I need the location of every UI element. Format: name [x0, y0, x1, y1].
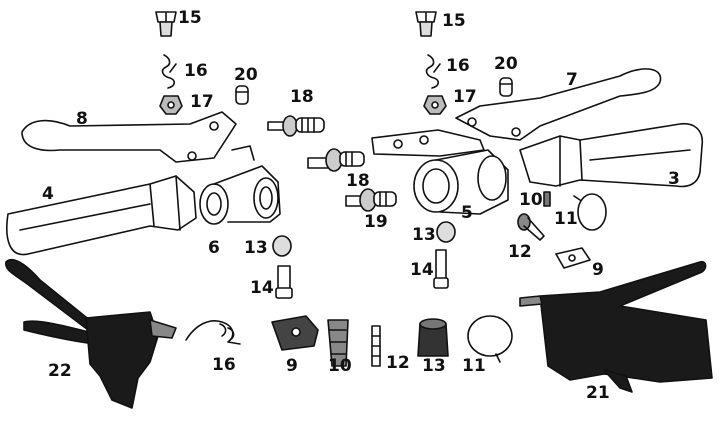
part-8-lever: [21, 111, 237, 163]
label-22: 22: [48, 361, 72, 381]
part-12-screw-bottom: [371, 325, 381, 367]
part-9-block-top: [555, 247, 591, 269]
part-21-lever-assembly: [519, 260, 713, 393]
part-14-bolt-left: [275, 265, 293, 299]
label-20-right: 20: [494, 54, 518, 74]
part-16-spring-bottom: [185, 320, 241, 345]
label-10-top: 10: [519, 190, 543, 210]
label-13-right: 13: [412, 225, 436, 245]
part-17-nut-right: [423, 95, 447, 115]
part-13-cap-bottom: [417, 318, 449, 357]
part-5-housing: [371, 129, 509, 215]
part-14-bolt-right: [433, 249, 449, 289]
label-11-top: 11: [554, 209, 578, 229]
label-12-top: 12: [508, 242, 532, 262]
part-9-block-bottom: [271, 315, 319, 351]
label-20-left: 20: [234, 65, 258, 85]
label-5: 5: [461, 203, 473, 223]
part-15-right: [415, 11, 437, 37]
label-16-right: 16: [446, 56, 470, 76]
part-17-nut-left: [159, 95, 183, 115]
label-18-mid: 18: [346, 171, 370, 191]
part-20-pin-right: [499, 77, 513, 97]
part-18-adjuster-top: [267, 115, 325, 137]
label-6: 6: [208, 238, 220, 258]
label-21: 21: [586, 383, 610, 403]
part-7-lever: [455, 68, 662, 141]
label-16-left: 16: [184, 61, 208, 81]
label-14-left: 14: [250, 278, 274, 298]
part-16-spring-left: [161, 54, 177, 89]
label-3: 3: [668, 169, 680, 189]
label-13-left: 13: [244, 238, 268, 258]
part-15-left: [155, 11, 177, 37]
label-17-left: 17: [190, 92, 214, 112]
part-16-spring-right: [425, 54, 441, 89]
label-17-right: 17: [453, 87, 477, 107]
part-13-cap-right: [436, 221, 456, 243]
label-15-left: 15: [178, 8, 202, 28]
part-20-pin-left: [235, 85, 249, 105]
label-15-right: 15: [442, 11, 466, 31]
part-12-screw-top: [517, 213, 545, 241]
label-16-bottom: 16: [212, 355, 236, 375]
part-19-adjuster: [345, 188, 397, 212]
label-19: 19: [364, 212, 388, 232]
label-8: 8: [76, 109, 88, 129]
label-12-bottom: 12: [386, 353, 410, 373]
part-18-adjuster-mid: [307, 148, 365, 172]
part-4-grip: [6, 175, 197, 256]
label-14-right: 14: [410, 260, 434, 280]
label-11-bottom: 11: [462, 356, 486, 376]
part-3-grip: [519, 122, 704, 188]
label-9-bottom: 9: [286, 356, 298, 376]
label-10-bottom: 10: [328, 356, 352, 376]
part-22-lever-assembly: [5, 258, 177, 409]
label-18-top: 18: [290, 87, 314, 107]
label-4: 4: [42, 184, 54, 204]
part-11-ring-top: [573, 193, 607, 231]
part-10-pin-bottom: [327, 319, 349, 367]
label-9-top: 9: [592, 260, 604, 280]
part-13-cap-left: [272, 235, 292, 257]
label-13-bottom: 13: [422, 356, 446, 376]
part-6-clamp: [199, 145, 281, 225]
part-11-ring-bottom: [467, 315, 513, 363]
label-7: 7: [566, 70, 578, 90]
part-10-pin-small: [543, 191, 551, 207]
